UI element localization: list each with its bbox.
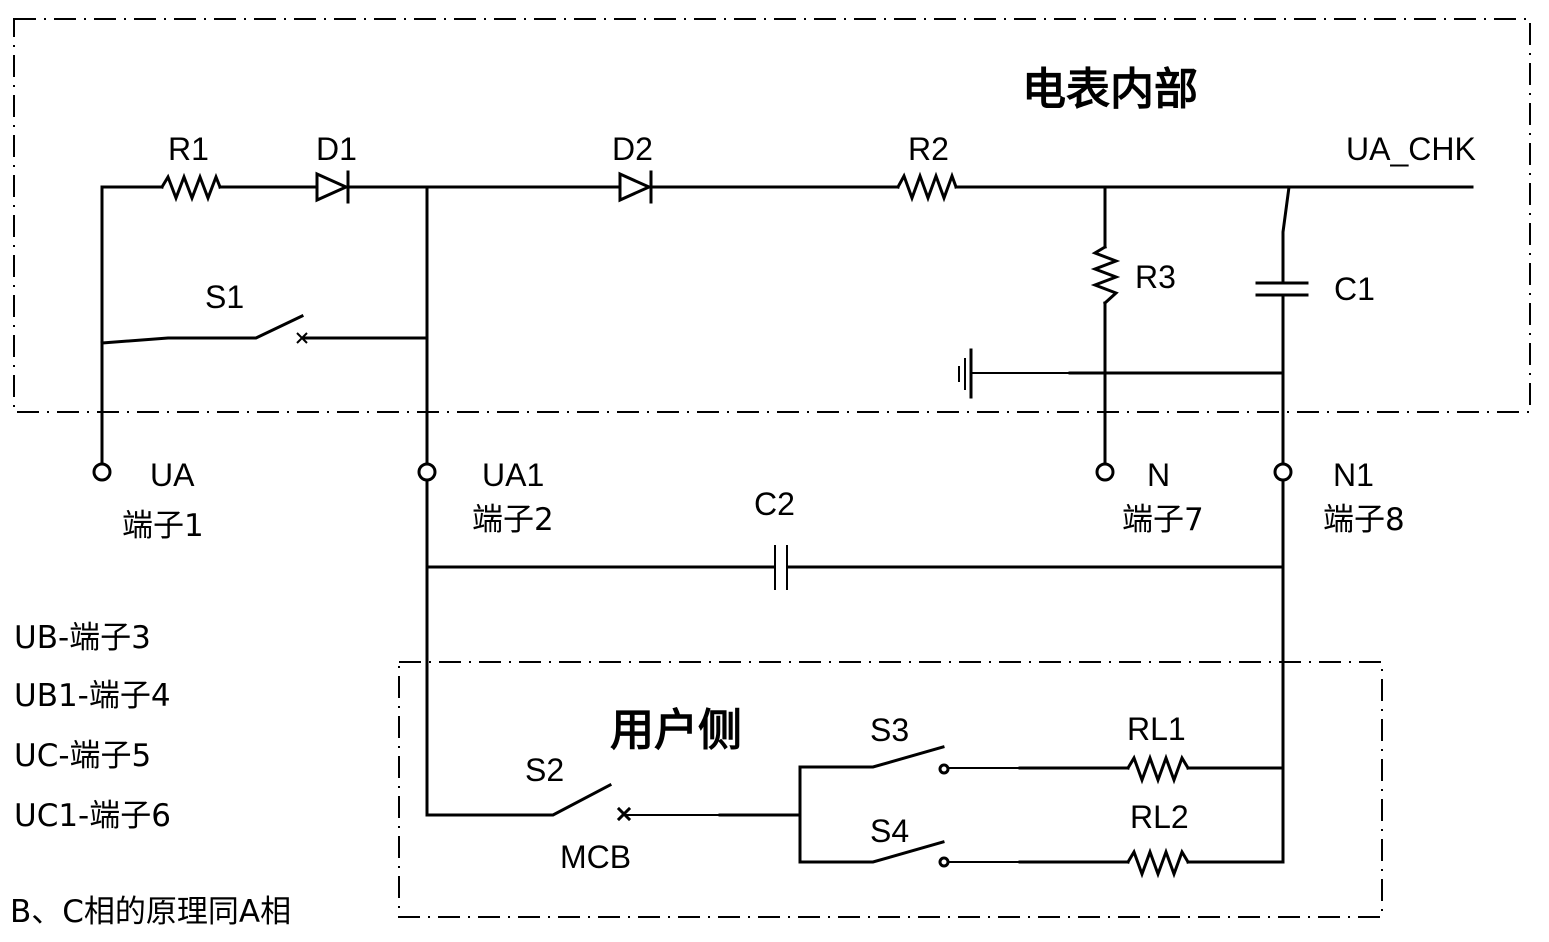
label-s3: S3 <box>870 712 909 748</box>
label-r1: R1 <box>168 131 209 167</box>
terminal-name-n: N <box>1147 457 1170 493</box>
terminal-label-8: 端子8 <box>1323 502 1405 538</box>
resistor-r2 <box>895 171 958 203</box>
terminal-n1-connector <box>1273 462 1293 482</box>
terminal-label-1: 端子1 <box>122 508 204 544</box>
terminal-label-7: 端子7 <box>1122 502 1204 538</box>
note-line: UB1-端子4 <box>14 678 171 714</box>
terminal-ua1-connector <box>417 462 437 482</box>
ground-icon <box>958 348 973 399</box>
resistor-rl2 <box>1125 847 1191 879</box>
note-line: UC-端子5 <box>14 738 151 774</box>
terminal-label-2: 端子2 <box>472 502 554 538</box>
switch-s3 <box>798 745 1130 775</box>
terminal-ua-connector <box>92 462 112 482</box>
diode-d2 <box>618 170 653 204</box>
label-mcb: MCB <box>560 839 631 875</box>
label-s2: S2 <box>525 752 564 788</box>
label-rl2: RL2 <box>1130 799 1189 835</box>
diode-d1 <box>315 170 350 204</box>
label-c2: C2 <box>754 486 795 522</box>
resistor-rl1 <box>1125 753 1191 785</box>
terminal-name-ua1: UA1 <box>482 457 544 493</box>
switch-s4 <box>798 840 1130 868</box>
terminal-n-connector <box>1095 462 1115 482</box>
capacitor-c2 <box>774 545 788 590</box>
user-side-boundary <box>398 661 1383 918</box>
note-line: UB-端子3 <box>14 620 151 656</box>
label-s4: S4 <box>870 813 909 849</box>
label-ua-chk: UA_CHK <box>1346 131 1476 167</box>
region-title-meter-internal: 电表内部 <box>1022 64 1198 115</box>
note-footer: B、C相的原理同A相 <box>10 894 291 930</box>
label-d1: D1 <box>316 131 357 167</box>
label-r2: R2 <box>908 131 949 167</box>
resistor-r3 <box>1090 244 1121 306</box>
capacitor-c1 <box>1255 281 1309 297</box>
region-title-user-side: 用户侧 <box>610 705 742 756</box>
switch-s2-mcb <box>425 782 802 822</box>
label-rl1: RL1 <box>1127 711 1186 747</box>
terminal-name-ua: UA <box>150 457 195 493</box>
label-c1: C1 <box>1334 271 1375 307</box>
label-d2: D2 <box>612 131 653 167</box>
label-r3: R3 <box>1135 259 1176 295</box>
terminal-name-n1: N1 <box>1333 457 1374 493</box>
note-line: UC1-端子6 <box>14 798 171 834</box>
meter-internal-boundary <box>13 18 1531 413</box>
resistor-r1 <box>159 172 222 203</box>
switch-s1 <box>100 313 429 345</box>
label-s1: S1 <box>205 279 244 315</box>
